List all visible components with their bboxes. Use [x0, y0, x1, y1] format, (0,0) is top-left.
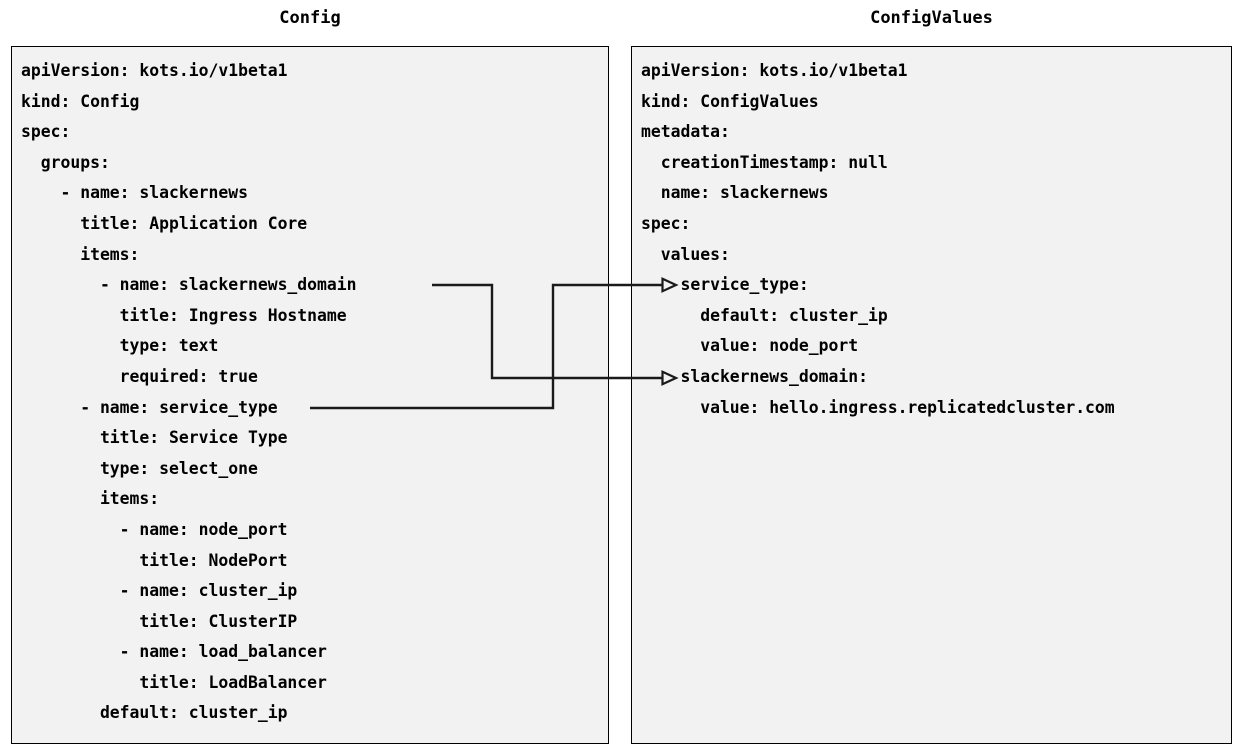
code-line: title: Ingress Hostname — [21, 305, 347, 325]
code-line: title: Service Type — [21, 428, 288, 448]
code-line: - name: slackernews — [21, 183, 248, 203]
code-line: value: node_port — [641, 336, 859, 356]
code-line: service_type: — [641, 275, 809, 295]
code-line: type: select_one — [21, 458, 258, 478]
configvalues-yaml-code: apiVersion: kots.io/v1beta1 kind: ConfigV… — [632, 47, 1115, 423]
code-line: spec: — [21, 122, 71, 142]
code-line: kind: Config — [21, 91, 140, 111]
code-line: title: Application Core — [21, 213, 308, 233]
code-line: title: ClusterIP — [21, 611, 298, 631]
code-line: apiVersion: kots.io/v1beta1 — [641, 61, 908, 80]
code-line: - name: service_type — [21, 397, 278, 417]
configvalues-yaml-panel: apiVersion: kots.io/v1beta1 kind: ConfigV… — [631, 46, 1232, 744]
code-line: items: — [21, 244, 140, 264]
code-line: values: — [641, 244, 730, 264]
code-line: slackernews_domain: — [641, 366, 868, 386]
code-line: required: true — [21, 366, 258, 386]
code-line: - name: slackernews_domain — [21, 275, 357, 295]
code-line: value: hello.ingress.replicatedcluster.c… — [641, 397, 1115, 417]
code-line: default: cluster_ip — [21, 703, 288, 723]
code-line: default: cluster_ip — [641, 305, 888, 325]
code-line: groups: — [21, 152, 110, 172]
code-line: spec: — [641, 213, 691, 233]
code-line: type: text — [21, 336, 219, 356]
code-line: creationTimestamp: null — [641, 152, 888, 172]
code-line: title: NodePort — [21, 550, 288, 570]
code-line: name: slackernews — [641, 183, 829, 203]
code-line: kind: ConfigValues — [641, 91, 819, 111]
code-line: apiVersion: kots.io/v1beta1 — [21, 61, 288, 80]
code-line: - name: node_port — [21, 519, 288, 539]
code-line: title: LoadBalancer — [21, 672, 327, 692]
config-panel-title: Config — [279, 8, 341, 28]
config-yaml-code: apiVersion: kots.io/v1beta1 kind: Config s… — [12, 47, 357, 729]
code-line: items: — [21, 489, 160, 509]
configvalues-panel-title: ConfigValues — [870, 8, 993, 28]
code-line: - name: load_balancer — [21, 642, 327, 662]
code-line: metadata: — [641, 122, 730, 142]
config-yaml-panel: apiVersion: kots.io/v1beta1 kind: Config s… — [11, 46, 609, 744]
code-line: - name: cluster_ip — [21, 581, 298, 601]
